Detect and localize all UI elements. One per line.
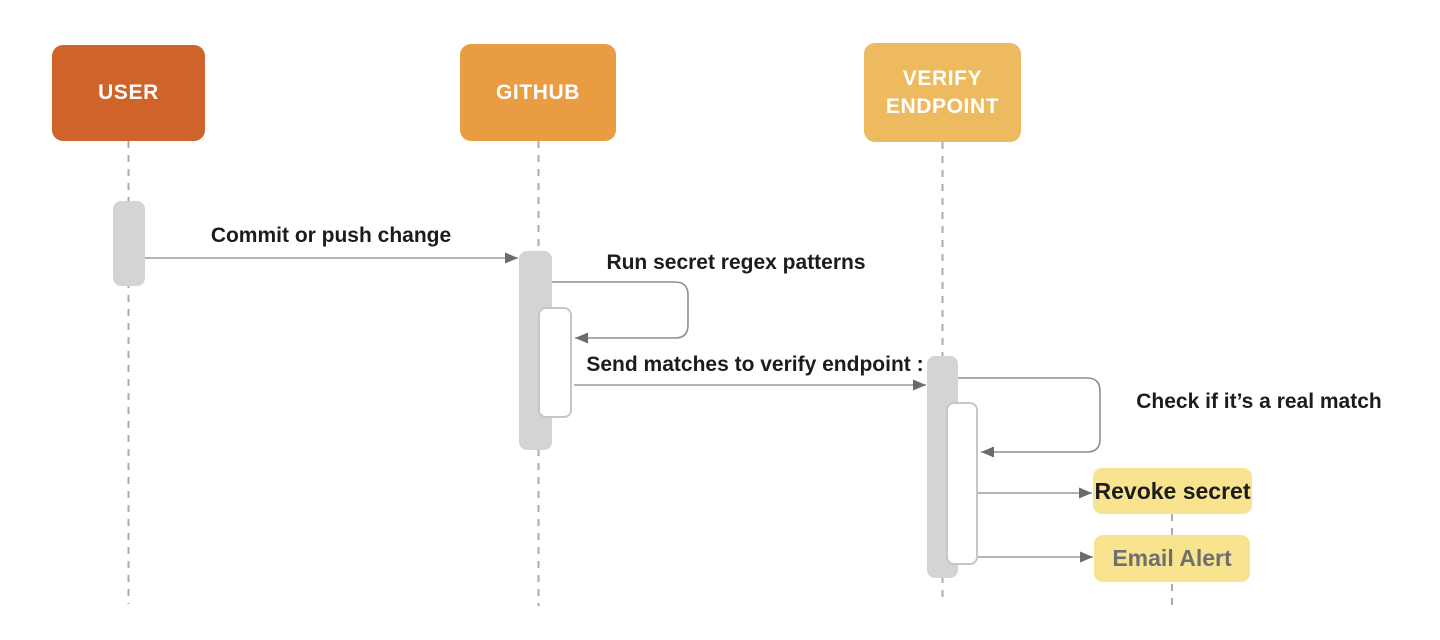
actor-label-github: GITHUB bbox=[495, 80, 581, 104]
note-revoke-secret-label: Revoke secret bbox=[1094, 477, 1251, 504]
actor-box-user: USER bbox=[52, 45, 205, 141]
check-self-loop bbox=[958, 377, 1101, 458]
actor-label-verify-endpoint: VERIFY ENDPOINT bbox=[885, 67, 1000, 118]
note-email-alert: Email Alert bbox=[1094, 535, 1250, 582]
verify-nested-activation-bar bbox=[946, 402, 978, 565]
user-activation-bar bbox=[113, 201, 145, 286]
note-email-alert-label: Email Alert bbox=[1112, 545, 1232, 571]
message-label-check-if-real-match: Check if it’s a real match bbox=[1136, 390, 1382, 413]
actor-box-github: GITHUB bbox=[460, 44, 616, 141]
note-revoke-secret: Revoke secret bbox=[1093, 468, 1252, 514]
actor-label-user: USER bbox=[98, 81, 159, 105]
message-label-run-secret-regex-patterns: Run secret regex patterns bbox=[606, 251, 866, 274]
actor-box-verify-endpoint: VERIFY ENDPOINT bbox=[864, 43, 1021, 142]
regex-self-loop bbox=[552, 281, 689, 344]
message-label-commit-or-push-change: Commit or push change bbox=[210, 224, 452, 247]
message-label-send-matches-to-verify-endpoint: Send matches to verify endpoint : bbox=[586, 353, 924, 376]
